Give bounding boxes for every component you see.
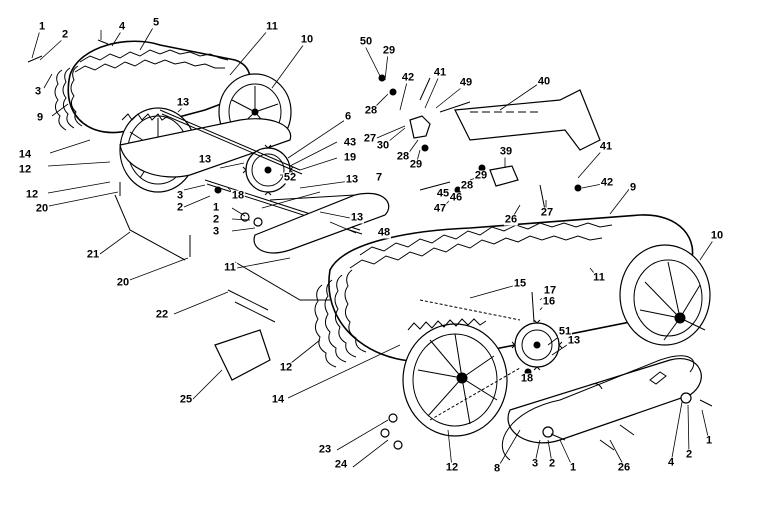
callout-29: 29 [381,44,397,57]
callout-12: 12 [444,461,460,474]
callout-29: 29 [473,169,489,182]
mounting-arm [409,89,601,187]
callout-10: 10 [299,33,315,46]
callout-26: 26 [616,461,632,474]
lower-drive-sprocket [402,318,508,437]
callout-22: 22 [154,308,170,321]
callout-8: 8 [492,462,502,475]
callout-12: 12 [17,163,33,176]
callout-20: 20 [115,276,131,289]
callout-10: 10 [709,229,725,242]
callout-16: 16 [541,295,557,308]
callout-39: 39 [498,145,514,158]
callout-27: 27 [539,206,555,219]
callout-49: 49 [458,76,474,89]
callout-9: 9 [628,181,638,194]
callout-1: 1 [568,461,578,474]
callout-25: 25 [178,393,194,406]
callout-18: 18 [230,189,246,202]
callout-28: 28 [395,150,411,163]
callout-27: 27 [362,132,378,145]
callout-13: 13 [344,173,360,186]
callout-15: 15 [512,277,528,290]
callout-13: 13 [197,153,213,166]
callout-14: 14 [270,393,286,406]
callout-7: 7 [374,171,384,184]
callout-1: 1 [704,434,714,447]
callout-30: 30 [375,139,391,152]
callout-28: 28 [459,179,475,192]
callout-12: 12 [278,361,294,374]
misc-links-bracket [114,182,330,381]
callout-11: 11 [592,271,606,284]
callout-28: 28 [363,104,379,117]
callout-19: 19 [342,151,358,164]
callout-51: 51 [557,325,573,338]
callout-24: 24 [333,458,349,471]
callout-12: 12 [24,188,40,201]
callout-42: 42 [599,176,615,189]
callout-2: 2 [211,213,221,226]
callout-18: 18 [519,372,535,385]
callout-13: 13 [175,96,191,109]
callout-1: 1 [37,20,47,33]
middle-chain-guard [253,192,390,254]
callout-21: 21 [85,248,101,261]
callout-11: 11 [265,20,279,33]
callout-9: 9 [35,111,45,124]
callout-23: 23 [317,443,333,456]
callout-17: 17 [542,284,558,297]
callout-4: 4 [117,20,127,33]
callout-3: 3 [33,85,43,98]
lower-chain-guard [507,358,702,444]
callout-42: 42 [400,71,416,84]
lower-belt-loop [501,355,695,461]
callout-40: 40 [536,75,552,88]
callout-41: 41 [432,66,448,79]
callout-45: 45 [435,187,451,200]
callout-1: 1 [211,201,221,214]
callout-14: 14 [17,148,33,161]
callout-13: 13 [566,334,582,347]
callout-11: 11 [223,261,237,274]
callout-26: 26 [503,213,519,226]
callout-3: 3 [211,225,221,238]
callout-43: 43 [342,136,358,149]
callout-13: 13 [349,211,365,224]
callout-2: 2 [547,457,557,470]
callout-20: 20 [34,202,50,215]
callout-6: 6 [343,110,353,123]
callout-41: 41 [598,140,614,153]
callout-5: 5 [151,16,161,29]
lower-idler-wheel [619,244,711,346]
callout-46: 46 [448,191,464,204]
lower-drive-chain [419,299,521,421]
lower-track-belt [314,214,694,368]
lower-driven-sprocket [511,319,563,371]
callout-48: 48 [376,226,392,239]
callout-2: 2 [60,28,70,41]
callout-2: 2 [684,448,694,461]
upper-driven-sprocket [242,144,294,196]
callout-52: 52 [282,171,298,184]
callout-47: 47 [432,202,448,215]
callout-29: 29 [408,158,424,171]
callout-3: 3 [175,189,185,202]
upper-chain-guard [119,118,292,178]
callout-4: 4 [666,456,676,469]
callout-2: 2 [175,201,185,214]
callout-3: 3 [530,457,540,470]
callout-50: 50 [358,35,374,48]
